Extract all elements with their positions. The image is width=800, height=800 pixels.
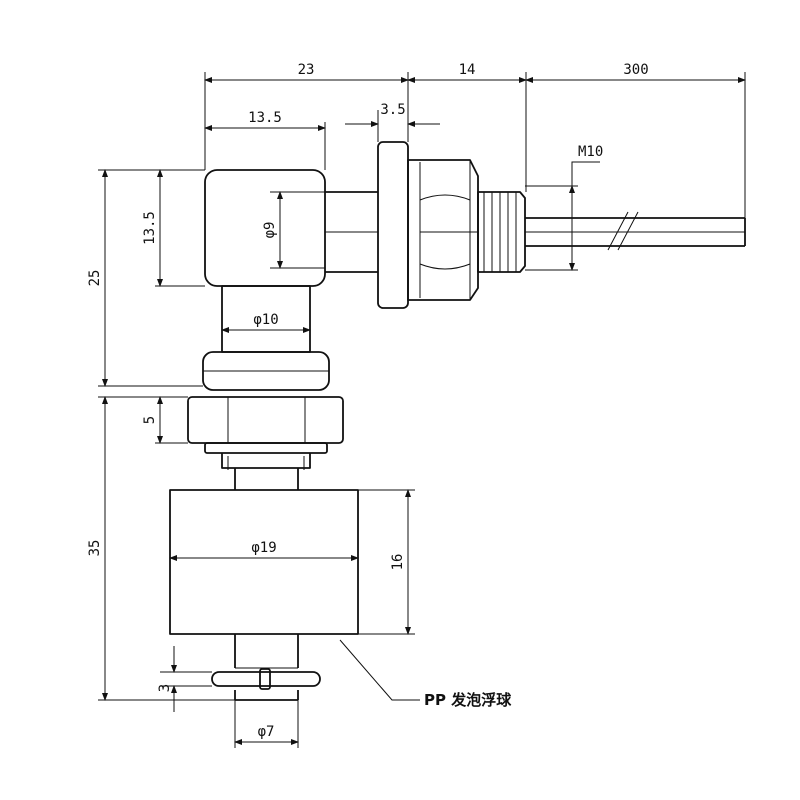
dim-label-flange: 3.5 bbox=[380, 102, 405, 118]
flange bbox=[377, 141, 409, 309]
dim-label-thread: M10 bbox=[578, 144, 603, 160]
float-body bbox=[169, 489, 359, 635]
cable-break-mark bbox=[607, 211, 639, 251]
dim-label-stem: φ7 bbox=[258, 724, 275, 740]
nut-base bbox=[204, 442, 328, 454]
dim-label-clip-height: 3 bbox=[157, 684, 173, 692]
hex-nut-horizontal bbox=[407, 159, 479, 301]
dim-label-14: 14 bbox=[459, 62, 476, 78]
dim-label-float-diameter: φ19 bbox=[251, 540, 276, 556]
lower-hex-nut bbox=[187, 396, 344, 444]
dim-label-head-width: 13.5 bbox=[248, 110, 282, 126]
dim-label-upper-height: 25 bbox=[87, 270, 103, 287]
part-outline bbox=[169, 141, 746, 701]
threaded-sleeve bbox=[477, 191, 526, 273]
dim-label-head-bore: φ9 bbox=[262, 222, 278, 239]
dim-label-float-height: 16 bbox=[390, 554, 406, 571]
retaining-clip bbox=[211, 671, 321, 687]
callout-leader bbox=[339, 639, 420, 701]
dim-label-lower-height: 35 bbox=[87, 540, 103, 557]
upper-stem bbox=[221, 453, 311, 490]
float-material-callout: PP 发泡浮球 bbox=[424, 691, 512, 709]
dim-label-neck: φ10 bbox=[253, 312, 278, 328]
dim-label-head-height: 13.5 bbox=[142, 211, 158, 245]
horizontal-arm bbox=[325, 191, 378, 273]
dimension-lines bbox=[102, 77, 746, 745]
dim-label-23: 23 bbox=[298, 62, 315, 78]
lower-stem bbox=[234, 634, 299, 701]
dimension-labels: 23 14 300 13.5 3.5 M10 13.5 φ9 25 φ10 5 … bbox=[87, 62, 649, 740]
dim-label-300: 300 bbox=[623, 62, 648, 78]
extension-lines bbox=[98, 72, 746, 748]
dim-label-nut-height: 5 bbox=[142, 416, 158, 424]
